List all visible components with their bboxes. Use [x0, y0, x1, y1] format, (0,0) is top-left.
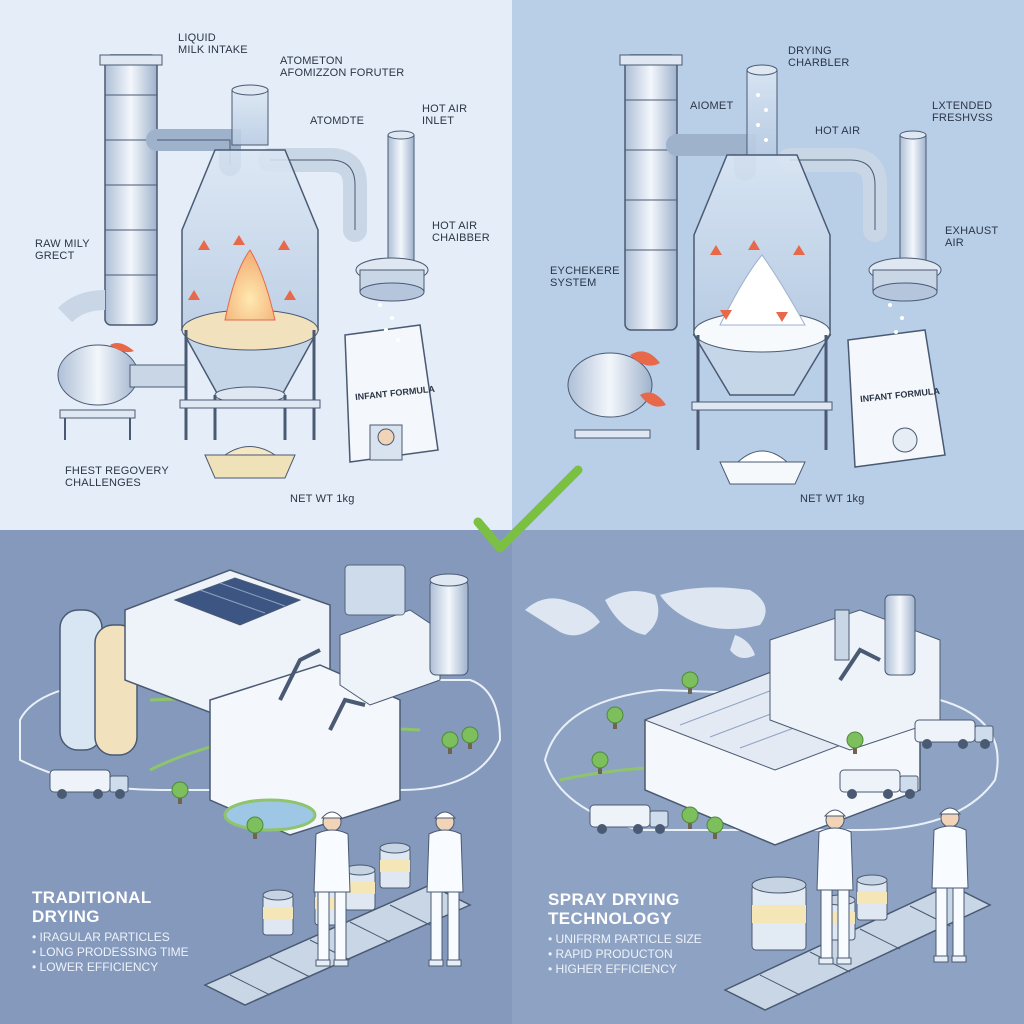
net-weight-label: NET WT 1kg	[290, 493, 355, 505]
atomizer-label: AIOMET	[690, 100, 734, 112]
exhaust-air-label: EXHAUST AIR	[945, 225, 999, 249]
spray-drying-title: SPRAY DRYING TECHNOLOGY	[548, 890, 680, 928]
spray-factory-illustration	[525, 587, 999, 1011]
list-item: IRAGULAR PARTICLES	[32, 930, 189, 945]
net-weight-label: NET WT 1kg	[800, 493, 865, 505]
hot-air-label: HOT AIR	[815, 125, 861, 137]
heat-recovery-label: FHEST REGOVERY CHALLENGES	[65, 465, 169, 489]
list-item: LOWER EFFICIENCY	[32, 960, 189, 975]
spray-dryer-diagram	[567, 54, 946, 485]
drying-chamber-label: DRYING CHARBLER	[788, 45, 850, 69]
atomizer-label: ATOMDTE	[310, 115, 365, 127]
list-item: LONG PRODESSING TIME	[32, 945, 189, 960]
atomization-chamber-label: ATOMETON AFOMIZZON FORUTER	[280, 55, 405, 79]
raw-milk-label: RAW MILY GRECT	[35, 238, 90, 262]
solar-panel-icon	[173, 577, 302, 626]
hot-air-inlet-label: HOT AIR INLET	[422, 103, 468, 127]
liquid-milk-intake-label: LIQUID MILK INTAKE	[178, 32, 248, 56]
checkmark-icon	[473, 465, 583, 553]
spray-bullet-list: UNIFRRM PARTICLE SIZE RAPID PRODUCTON HI…	[548, 932, 702, 977]
list-item: RAPID PRODUCTON	[548, 947, 702, 962]
hot-air-chamber-label: HOT AIR CHAIBBER	[432, 220, 490, 244]
traditional-bullet-list: IRAGULAR PARTICLES LONG PRODESSING TIME …	[32, 930, 189, 975]
extended-freshness-label: LXTENDED FRESHVSS	[932, 100, 993, 124]
list-item: HIGHER EFFICIENCY	[548, 962, 702, 977]
traditional-drying-title: TRADITIONAL DRYING	[32, 888, 152, 926]
list-item: UNIFRRM PARTICLE SIZE	[548, 932, 702, 947]
traditional-dryer-diagram	[57, 54, 439, 479]
exchange-system-label: EYCHEKERE SYSTEM	[550, 265, 620, 289]
world-map-icon	[525, 587, 766, 659]
truck-icon	[49, 769, 129, 800]
traditional-factory-illustration	[19, 564, 502, 1006]
